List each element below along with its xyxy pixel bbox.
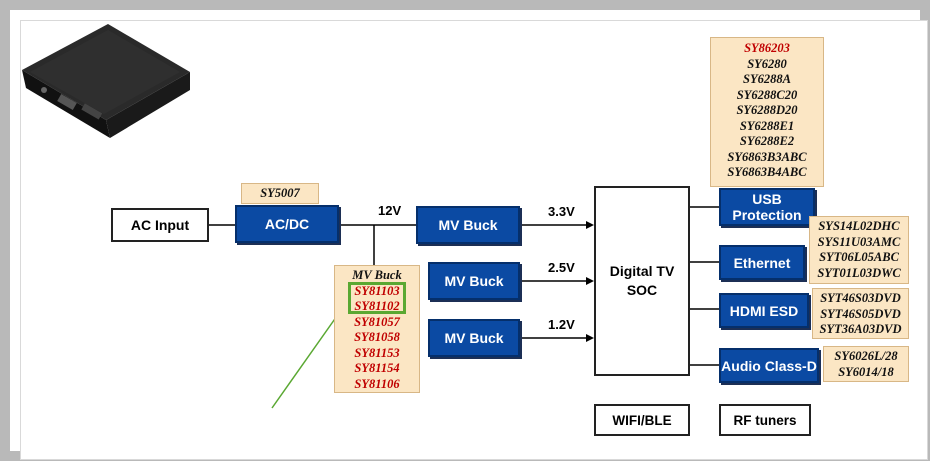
ethernet-part: SYT01L03DWC [817,265,901,280]
wifi-ble-block: WIFI/BLE [594,404,690,436]
mv-buck-2-label: MV Buck [444,273,504,289]
audio-part: SY6026L/28 [834,349,898,363]
soc-label-line2: SOC [626,282,658,298]
hdmi-part: SYT46S03DVD [820,291,901,305]
wifi-label: WIFI/BLE [612,412,672,428]
audio-parts-panel: SY6026L/28 SY6014/18 [823,346,909,382]
mv-buck-3-label: MV Buck [444,330,504,346]
usb-part: SY6863B4ABC [727,165,807,179]
acdc-label: AC/DC [264,216,310,232]
ethernet-part: SYS11U03AMC [817,234,901,249]
usb-part: SY86203 [744,41,790,55]
soc-label-line1: Digital TV [609,263,675,279]
mvbuck-part: SY81103 [354,283,400,298]
ethernet-part: SYT06L05ABC [819,250,899,264]
usb-part: SY6863B3ABC [727,149,807,164]
mvbuck-part: SY81058 [354,330,400,344]
highlight-box [348,282,406,314]
ethernet-label: Ethernet [733,254,791,271]
rf-tuners-block: RF tuners [719,404,811,436]
mv-buck-block-3: MV Buck [428,319,520,357]
mvbuck-parts-panel: MV Buck SY81103 SY81102 SY81057 SY81058 … [334,265,420,393]
usb-part: SY6288D20 [736,103,798,117]
audio-class-d-block: Audio Class-D [719,348,819,383]
acdc-part: SY5007 [260,186,300,200]
mvbuck-part: SY81106 [354,376,400,391]
ethernet-block: Ethernet [719,245,805,280]
mv-buck-block-1: MV Buck [416,206,520,244]
hdmi-label: HDMI ESD [729,302,799,319]
rail-12v-label: 12V [378,203,402,218]
audio-label: Audio Class-D [721,357,817,374]
rail-1v2-label: 1.2V [548,317,575,332]
mvbuck-part: SY81057 [354,314,400,329]
usb-parts-panel: SY86203 SY6280 SY6288A SY6288C20 SY6288D… [710,37,824,187]
usb-part: SY6288E1 [739,118,795,133]
hdmi-parts-panel: SYT46S03DVD SYT46S05DVD SYT36A03DVD [812,288,909,339]
ac-input-block: AC Input [111,208,209,242]
mvbuck-part: SY81153 [354,345,400,360]
usb-part: SY6288C20 [736,87,798,102]
usb-label-line1: USB [752,191,782,207]
rf-label: RF tuners [733,412,797,428]
hdmi-part: SYT46S05DVD [820,306,901,321]
audio-part: SY6014/18 [838,364,894,379]
arrowhead-3v3 [586,221,594,229]
acdc-block: AC/DC [235,205,339,243]
usb-part: SY6280 [747,56,787,71]
hdmi-part: SYT36A03DVD [819,322,902,336]
soc-block: Digital TV SOC [594,186,690,376]
rail-2v5-label: 2.5V [548,260,575,275]
acdc-parts-panel: SY5007 [241,183,319,204]
mvbuck-part: SY81102 [354,299,400,313]
usb-part: SY6288E2 [739,134,795,148]
set-top-box-image [22,24,190,138]
mvbuck-parts-title: MV Buck [352,268,402,282]
mv-buck-block-2: MV Buck [428,262,520,300]
arrowhead-1v2 [586,334,594,342]
ac-input-label: AC Input [130,217,190,233]
mvbuck-part: SY81154 [354,361,400,375]
ethernet-parts-panel: SYS14L02DHC SYS11U03AMC SYT06L05ABC SYT0… [809,216,909,284]
usb-part: SY6288A [743,72,791,86]
mv-buck-1-label: MV Buck [438,217,498,233]
arrowhead-2v5 [586,277,594,285]
ethernet-part: SYS14L02DHC [818,219,900,233]
hdmi-esd-block: HDMI ESD [719,293,809,328]
rail-3v3-label: 3.3V [548,204,575,219]
usb-protection-block: USB Protection [719,188,815,226]
usb-label-line2: Protection [732,207,802,223]
